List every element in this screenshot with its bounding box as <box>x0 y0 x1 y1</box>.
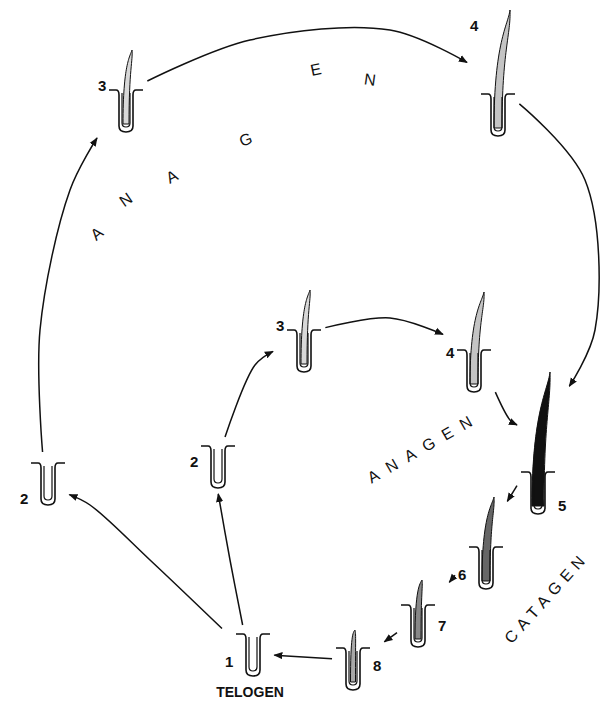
follicle-outer-wall <box>469 547 503 589</box>
cycle-arrow <box>274 655 332 659</box>
follicle-inner-wall <box>414 608 422 642</box>
hair-follicle: 4 <box>470 8 516 139</box>
follicle-drawing <box>520 370 556 517</box>
cycle-arrow <box>507 486 517 502</box>
phase-label: ANAGEN <box>356 408 484 492</box>
follicle-outer-wall <box>481 94 515 136</box>
cycle-arrow <box>519 104 599 386</box>
phase-letter: A <box>163 167 181 188</box>
phase-letter: E <box>309 60 323 80</box>
stage-number: 2 <box>20 491 28 507</box>
phase-letter: G <box>237 129 255 150</box>
follicle-drawing <box>30 455 66 508</box>
hair-shaft <box>532 372 550 506</box>
stage-number: 2 <box>190 454 198 470</box>
follicle-inner-wall <box>482 550 490 584</box>
hair-follicle: 8 <box>335 628 381 693</box>
phase-letter: N <box>363 70 377 89</box>
hair-shaft <box>301 290 310 364</box>
follicle-drawing <box>335 628 371 693</box>
follicle-inner-wall <box>300 333 308 367</box>
cycle-arrow <box>225 351 273 437</box>
follicle-outer-wall <box>109 90 143 132</box>
hair-follicle: 1 <box>225 628 271 679</box>
hair-follicle: 7 <box>400 578 446 650</box>
follicle-inner-wall <box>349 651 357 685</box>
stage-number: 5 <box>558 498 566 514</box>
follicle-outer-wall <box>521 472 555 514</box>
stage-number: 3 <box>98 78 106 94</box>
cycle-arrow <box>69 495 222 629</box>
phase-label: TELOGEN <box>216 683 284 701</box>
follicle-inner-wall <box>470 353 478 387</box>
cycle-arrow <box>325 318 443 335</box>
hair-shaft <box>415 580 422 639</box>
stage-number: 8 <box>373 658 381 674</box>
follicle-outer-wall <box>287 330 321 372</box>
hair-shaft <box>123 50 132 124</box>
follicle-drawing <box>480 8 516 139</box>
follicle-inner-wall <box>214 449 222 483</box>
follicle-drawing <box>200 440 236 491</box>
hair-follicle: 6 <box>458 495 504 592</box>
hair-follicle: 4 <box>446 290 492 395</box>
follicle-outer-wall <box>336 648 370 690</box>
follicle-drawing <box>400 578 436 650</box>
follicle-drawing <box>286 288 322 375</box>
stage-number: 4 <box>470 18 478 34</box>
hair-follicle: 3 <box>276 288 322 375</box>
hair-follicle: 3 <box>98 48 144 135</box>
stage-number: 1 <box>225 654 233 670</box>
follicle-inner-wall <box>122 93 130 127</box>
follicle-drawing <box>235 628 271 679</box>
cycle-arrow <box>147 27 467 81</box>
hair-follicle: 2 <box>190 440 236 491</box>
stage-number: 6 <box>458 567 466 583</box>
hair-follicle: 5 <box>520 370 566 517</box>
follicle-inner-wall <box>44 466 52 500</box>
follicle-outer-wall <box>31 463 65 505</box>
follicle-inner-wall <box>494 97 502 131</box>
phase-letter: N <box>116 189 136 210</box>
follicle-drawing <box>456 290 492 395</box>
phase-letter: A <box>87 224 107 245</box>
follicle-outer-wall <box>236 634 270 676</box>
cycle-arrow <box>449 575 455 582</box>
follicle-outer-wall <box>401 605 435 647</box>
follicle-inner-wall <box>534 475 542 509</box>
follicle-drawing <box>108 48 144 135</box>
cycle-arrow <box>384 633 397 642</box>
hair-follicle: 2 <box>20 455 66 508</box>
stage-number: 3 <box>276 318 284 334</box>
cycle-arrow <box>218 494 242 625</box>
hair-shaft <box>470 292 484 384</box>
cycle-arrow <box>495 392 517 425</box>
phase-label: CATAGEN <box>497 548 593 651</box>
follicle-outer-wall <box>201 446 235 488</box>
stage-number: 4 <box>446 345 454 361</box>
follicle-inner-wall <box>249 637 257 671</box>
follicle-drawing <box>468 495 504 592</box>
stage-number: 7 <box>438 618 446 634</box>
follicle-outer-wall <box>457 350 491 392</box>
cycle-arrow <box>39 138 97 452</box>
hair-shaft <box>351 630 356 682</box>
